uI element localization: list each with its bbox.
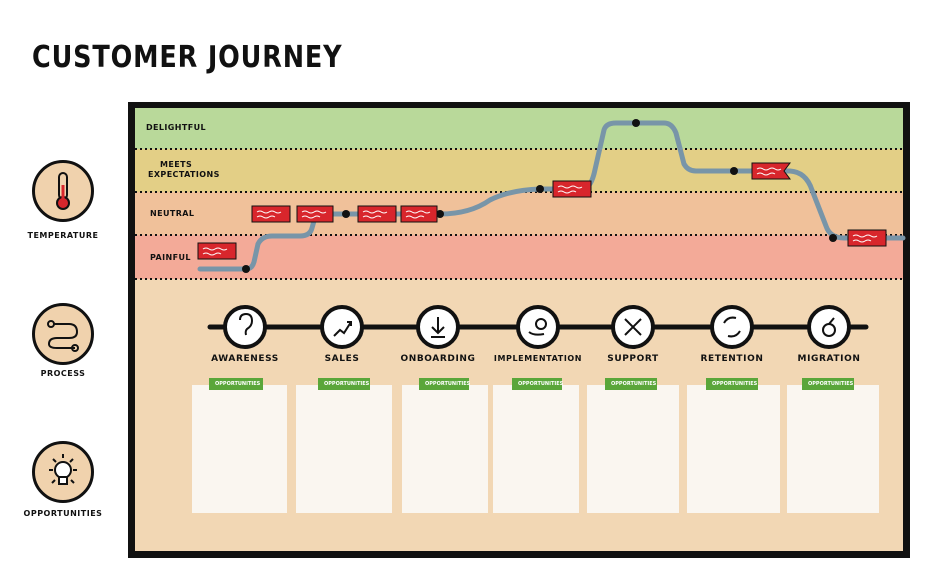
opportunity-card bbox=[787, 385, 879, 513]
zone-painful: PAINFUL bbox=[150, 253, 191, 262]
opportunity-card bbox=[687, 385, 780, 513]
opportunity-tag: OPPORTUNITIES bbox=[605, 378, 657, 390]
opportunity-tag: OPPORTUNITIES bbox=[318, 378, 370, 390]
process-path-icon bbox=[32, 303, 94, 365]
sales-chart-icon bbox=[320, 305, 364, 349]
zone-delightful: DELIGHTFUL bbox=[146, 123, 206, 132]
stage-support: SUPPORT bbox=[607, 354, 659, 364]
temperature-label: TEMPERATURE bbox=[27, 231, 99, 240]
opportunity-tag: OPPORTUNITIES bbox=[209, 378, 263, 390]
cycle-arrows-icon bbox=[710, 305, 754, 349]
line-node bbox=[436, 210, 444, 218]
opportunity-card bbox=[296, 385, 392, 513]
zone-meets: MEETS bbox=[160, 160, 193, 169]
opportunity-tag: OPPORTUNITIES bbox=[706, 378, 758, 390]
zone-delightful-band bbox=[135, 108, 903, 149]
opportunity-tag: OPPORTUNITIES bbox=[802, 378, 854, 390]
ear-icon bbox=[223, 305, 267, 349]
process-label: PROCESS bbox=[40, 369, 86, 378]
line-node bbox=[829, 234, 837, 242]
line-node bbox=[632, 119, 640, 127]
page-title: CUSTOMER JOURNEY bbox=[32, 40, 343, 75]
stage-sales: SALES bbox=[324, 354, 360, 364]
zone-painful-band bbox=[135, 235, 903, 279]
stage-implementation: IMPLEMENTATION bbox=[493, 354, 583, 363]
opportunities-label: OPPORTUNITIES bbox=[23, 509, 103, 518]
exit-arrow-icon bbox=[807, 305, 851, 349]
thermometer-icon bbox=[32, 160, 94, 222]
opportunity-tag: OPPORTUNITIES bbox=[512, 378, 563, 390]
line-node bbox=[536, 185, 544, 193]
zone-neutral: NEUTRAL bbox=[150, 209, 195, 218]
opportunity-card bbox=[192, 385, 287, 513]
opportunity-tag: OPPORTUNITIES bbox=[419, 378, 470, 390]
opportunity-card bbox=[402, 385, 488, 513]
line-node bbox=[342, 210, 350, 218]
lightbulb-icon bbox=[32, 441, 94, 503]
zone-expectations: EXPECTATIONS bbox=[148, 170, 220, 179]
stage-onboarding: ONBOARDING bbox=[400, 354, 476, 364]
stage-retention: RETENTION bbox=[700, 354, 764, 364]
stage-awareness: AWARENESS bbox=[211, 354, 279, 364]
opportunity-card bbox=[587, 385, 679, 513]
note-flag bbox=[197, 162, 887, 260]
line-node bbox=[730, 167, 738, 175]
opportunity-card bbox=[493, 385, 579, 513]
line-node bbox=[242, 265, 250, 273]
zone-neutral-band bbox=[135, 192, 903, 235]
stage-migration: MIGRATION bbox=[797, 354, 861, 364]
